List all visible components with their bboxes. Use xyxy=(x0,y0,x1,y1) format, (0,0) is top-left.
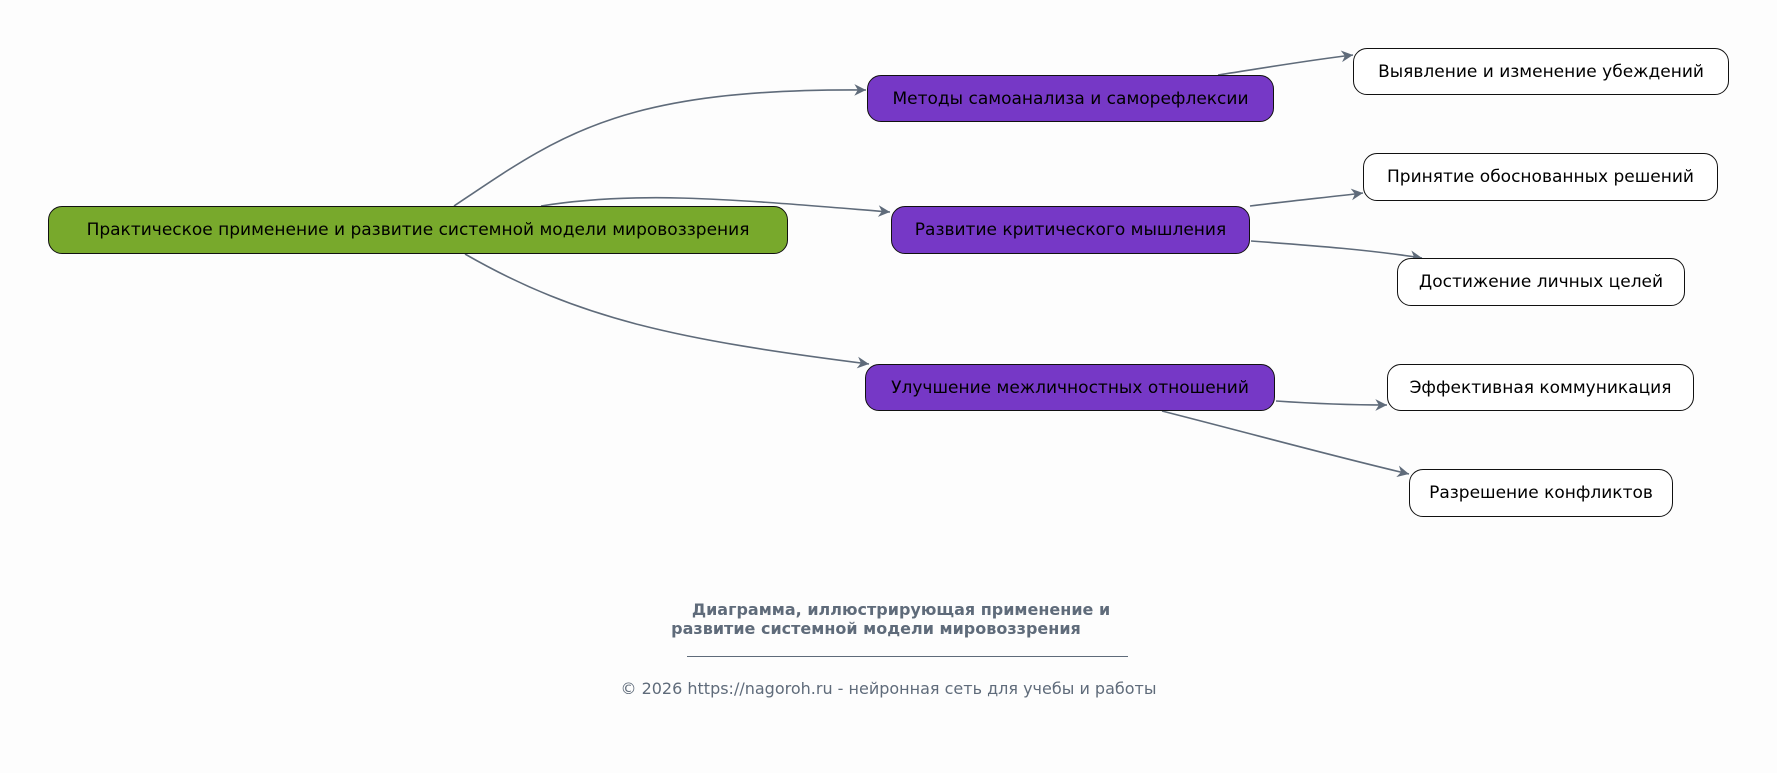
edge-b3-l5 xyxy=(1161,410,1410,478)
edge-b1-l1 xyxy=(1217,50,1354,76)
node-conflict-resolution: Разрешение конфликтов xyxy=(1409,469,1673,517)
caption-divider xyxy=(687,656,1128,657)
node-personal-goals: Достижение личных целей xyxy=(1397,258,1685,306)
node-label: Достижение личных целей xyxy=(1418,272,1664,292)
node-communication: Эффективная коммуникация xyxy=(1387,364,1694,411)
caption-line-1: Диаграмма, иллюстрирующая применение и xyxy=(691,600,1111,619)
footer-copyright: © 2026 https://nagoroh.ru - нейронная се… xyxy=(620,679,1157,698)
node-label: Развитие критического мышления xyxy=(914,220,1227,240)
node-label: Принятие обоснованных решений xyxy=(1387,167,1694,187)
node-decisions: Принятие обоснованных решений xyxy=(1363,153,1718,201)
edge-b2-l2 xyxy=(1249,188,1364,207)
diagram-caption: Диаграмма, иллюстрирующая применение и р… xyxy=(0,600,1777,638)
node-label: Выявление и изменение убеждений xyxy=(1378,61,1704,82)
edge-root-b3 xyxy=(464,253,870,369)
node-root: Практическое применение и развитие систе… xyxy=(48,206,788,254)
edge-b2-l3 xyxy=(1250,240,1423,262)
node-interpersonal-relations: Улучшение межличностных отношений xyxy=(865,364,1275,411)
node-beliefs: Выявление и изменение убеждений xyxy=(1353,48,1729,95)
caption-line-2: развитие системной модели мировоззрения xyxy=(671,619,1081,638)
node-self-analysis-methods: Методы самоанализа и саморефлексии xyxy=(867,75,1274,122)
node-critical-thinking: Развитие критического мышления xyxy=(891,206,1250,254)
edge-root-b2 xyxy=(540,196,891,217)
node-label: Эффективная коммуникация xyxy=(1409,377,1672,398)
edge-b3-l4 xyxy=(1275,399,1388,411)
edge-root-b1 xyxy=(453,84,867,207)
node-label: Разрешение конфликтов xyxy=(1429,483,1653,503)
node-label: Улучшение межличностных отношений xyxy=(891,377,1249,398)
node-label: Методы самоанализа и саморефлексии xyxy=(892,88,1249,109)
node-label: Практическое применение и развитие систе… xyxy=(86,220,750,240)
